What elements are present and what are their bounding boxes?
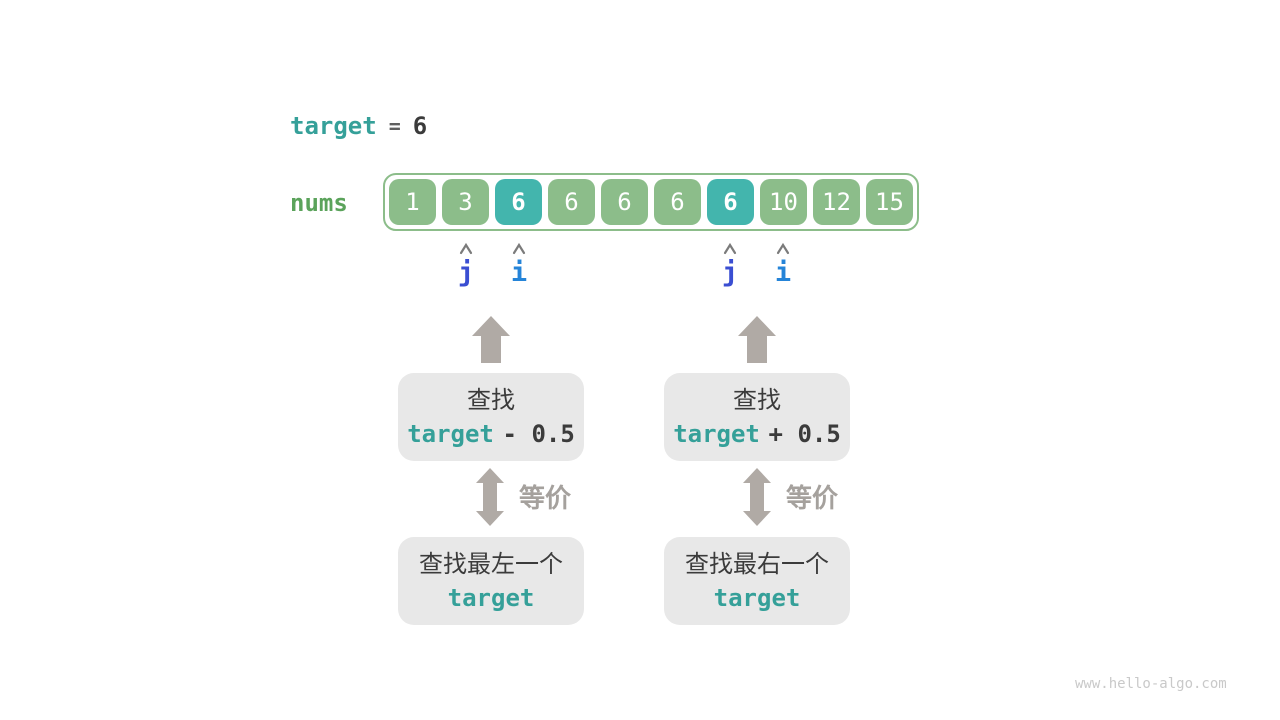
- array-cell: 10: [760, 179, 807, 225]
- array-cell: 6: [601, 179, 648, 225]
- array-cell: 1: [389, 179, 436, 225]
- offset-text: + 0.5: [768, 419, 841, 448]
- array-cell: 3: [442, 179, 489, 225]
- search-action-text: 查找: [733, 386, 781, 414]
- pointer-i-left: i: [497, 242, 541, 288]
- pointer-label: j: [721, 257, 739, 288]
- array-cell: 6: [707, 179, 754, 225]
- search-panel-right: 查找 target + 0.5: [664, 373, 850, 461]
- target-keyword: target: [713, 583, 801, 612]
- array-cell: 12: [813, 179, 860, 225]
- pointer-j-right: j: [708, 242, 752, 288]
- result-action-text: 查找最右一个: [685, 550, 829, 578]
- result-keyword: target: [448, 583, 535, 613]
- target-keyword: target: [673, 419, 760, 448]
- array-cell: 6: [654, 179, 701, 225]
- target-keyword: target: [290, 112, 377, 140]
- caret-up-icon: [459, 242, 473, 255]
- pointer-label: i: [510, 257, 528, 288]
- nums-array: 1 3 6 6 6 6 6 10 12 15: [383, 173, 919, 231]
- equivalence-label: 等价: [519, 483, 572, 513]
- caret-up-icon: [723, 242, 737, 255]
- up-arrow-icon: [738, 316, 776, 363]
- target-keyword: target: [407, 419, 494, 448]
- caret-up-icon: [776, 242, 790, 255]
- caret-up-icon: [512, 242, 526, 255]
- array-cell: 6: [495, 179, 542, 225]
- target-keyword: target: [447, 583, 535, 612]
- pointer-j-left: j: [444, 242, 488, 288]
- target-value: 6: [412, 112, 428, 140]
- pointer-label: j: [457, 257, 475, 288]
- up-arrow-icon: [472, 316, 510, 363]
- result-panel-right: 查找最右一个 target: [664, 537, 850, 625]
- array-cell: 15: [866, 179, 913, 225]
- result-panel-left: 查找最左一个 target: [398, 537, 584, 625]
- equivalence-arrow-icon: [476, 468, 504, 526]
- search-action-text: 查找: [467, 386, 515, 414]
- result-keyword: target: [714, 583, 801, 613]
- pointer-i-right: i: [761, 242, 805, 288]
- equivalence-arrow-icon: [743, 468, 771, 526]
- target-declaration: target = 6: [290, 112, 427, 140]
- array-cell: 6: [548, 179, 595, 225]
- result-action-text: 查找最左一个: [419, 550, 563, 578]
- search-panel-left: 查找 target - 0.5: [398, 373, 584, 461]
- search-expression: target - 0.5: [407, 419, 575, 449]
- equivalence-label: 等价: [786, 483, 839, 513]
- search-expression: target + 0.5: [673, 419, 841, 449]
- nums-array-label: nums: [290, 189, 348, 217]
- site-watermark: www.hello-algo.com: [1075, 676, 1227, 692]
- offset-text: - 0.5: [502, 419, 575, 448]
- pointer-label: i: [774, 257, 792, 288]
- equals-sign: =: [388, 114, 401, 138]
